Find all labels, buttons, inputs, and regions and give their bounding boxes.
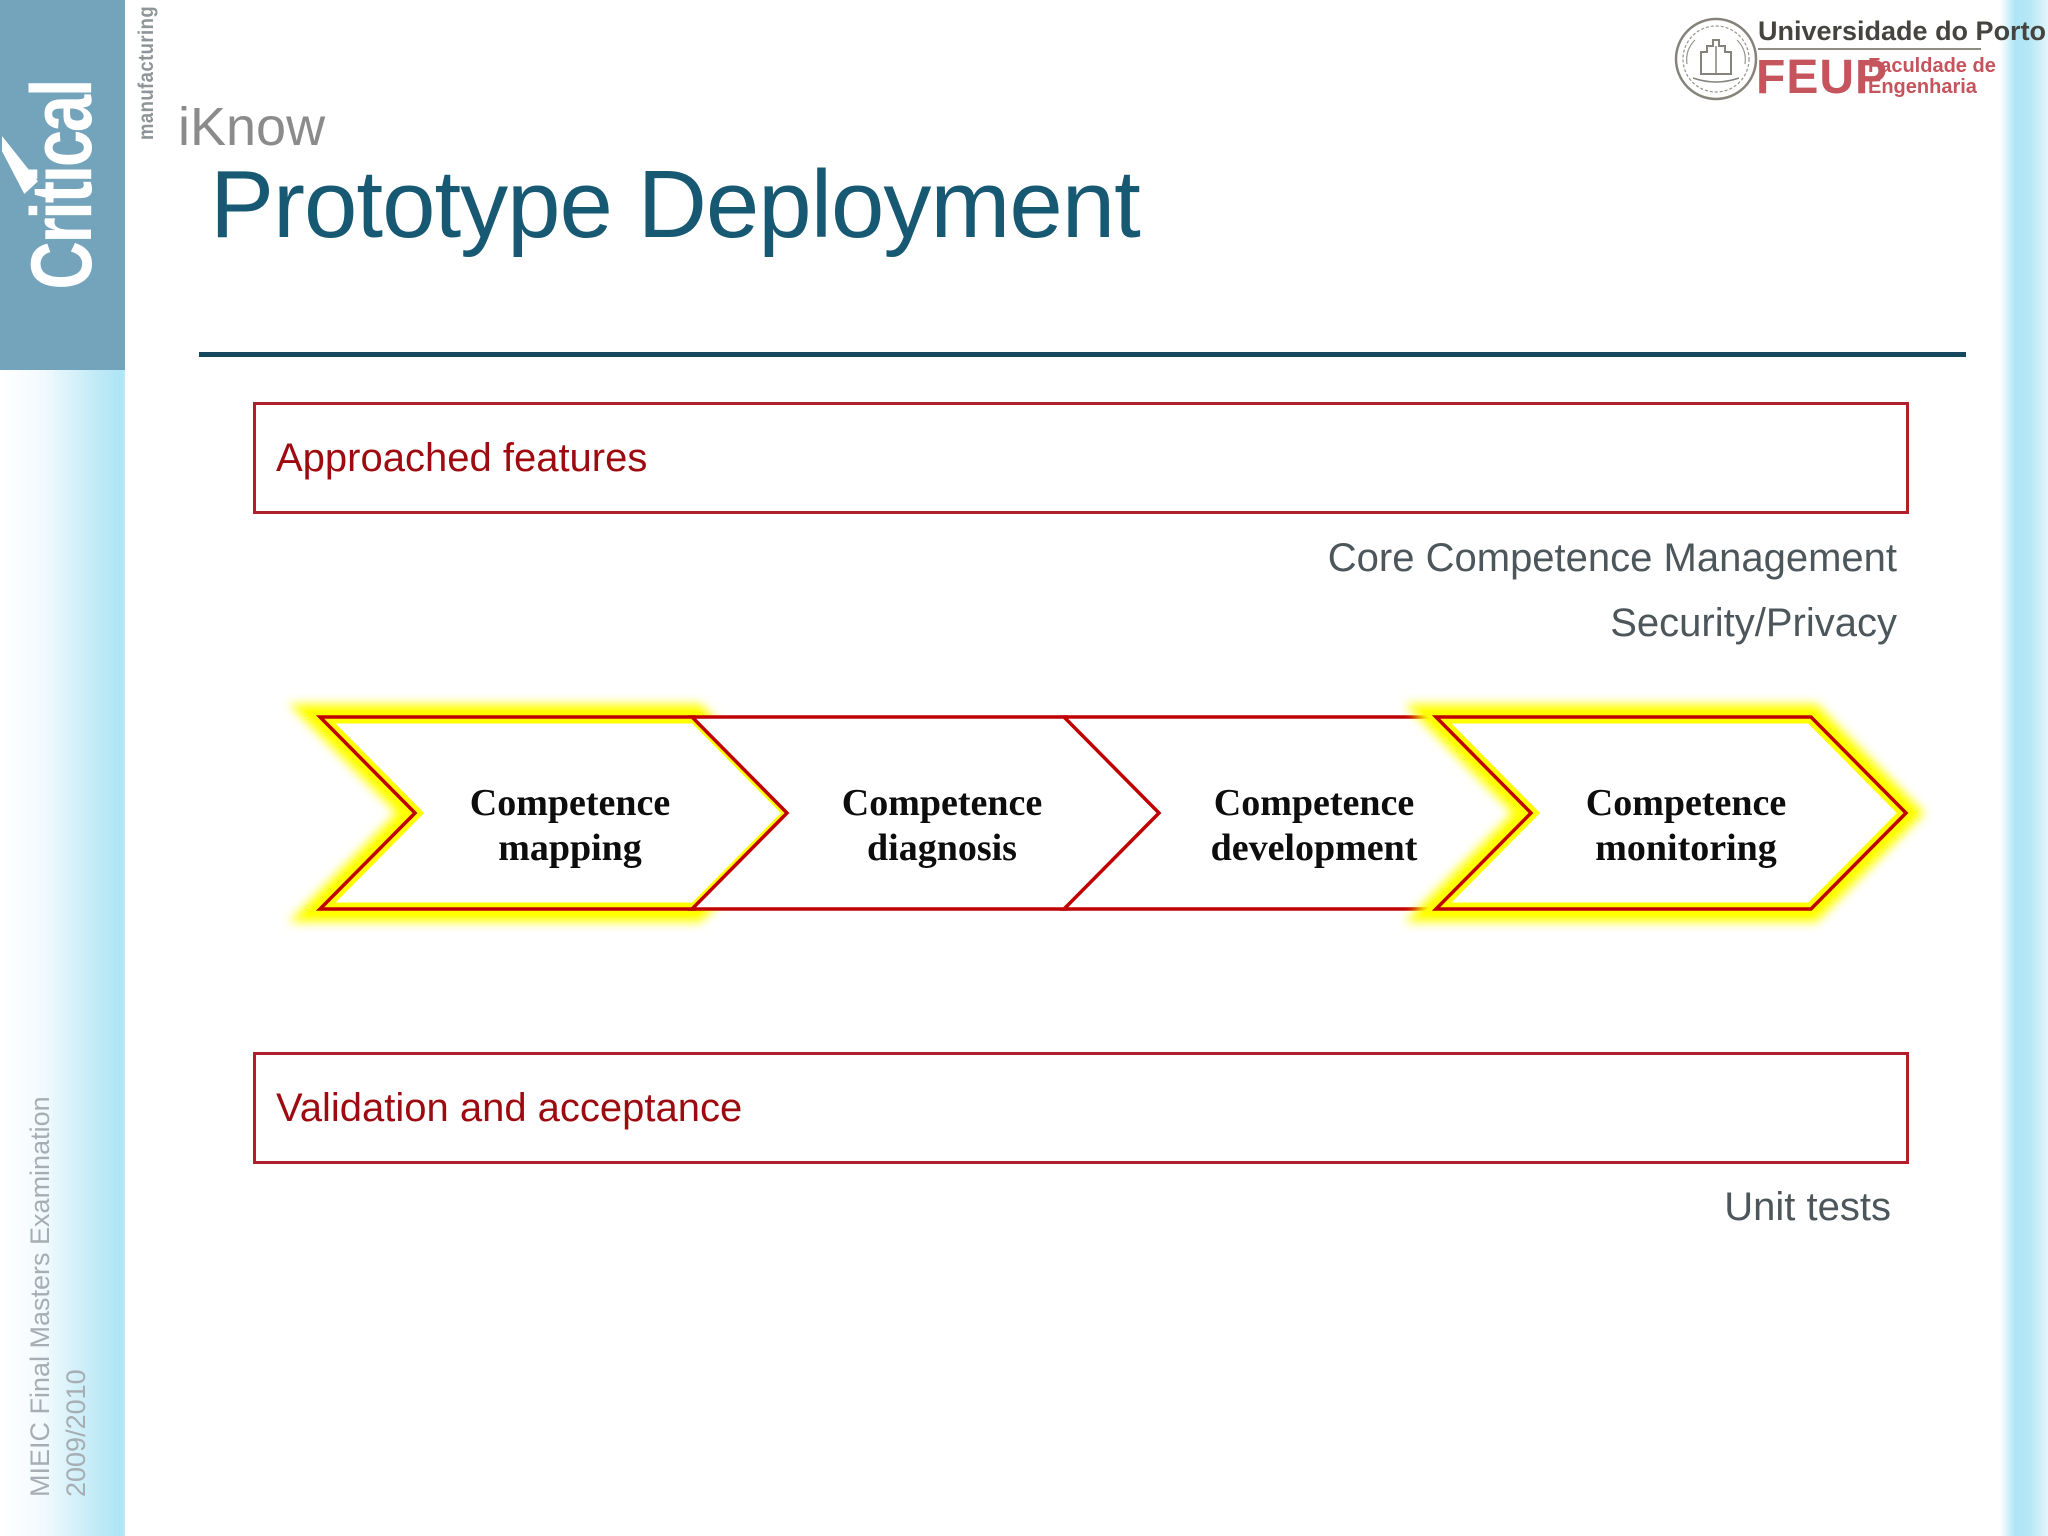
- critical-logo: Critical: [0, 0, 125, 370]
- chevron-label-line1: Competence: [470, 782, 670, 824]
- chevron-label-line1: Competence: [842, 782, 1042, 824]
- process-chevrons-svg: CompetencemappingCompetencediagnosisComp…: [288, 704, 1925, 922]
- university-name: Universidade do Porto: [1758, 16, 2047, 46]
- feup-faculty-line1: Faculdade de: [1868, 55, 1996, 77]
- left-gradient-strip: [0, 370, 125, 1536]
- feature-item: Core Competence Management: [1327, 536, 1897, 580]
- chevron-label-line2: diagnosis: [867, 827, 1017, 869]
- approached-features-label: Approached features: [276, 435, 648, 480]
- chevron-layer: CompetencemappingCompetencediagnosisComp…: [288, 704, 1925, 922]
- critical-logo-subword-wrap: manufacturing: [126, 5, 168, 140]
- chevron-label-line2: mapping: [498, 827, 642, 869]
- chevron-label-line2: development: [1211, 827, 1418, 869]
- feup-faculty-name: Faculdade de Engenharia: [1868, 56, 1996, 98]
- chevron-label-line2: monitoring: [1595, 827, 1777, 869]
- feup-acronym: FEUP: [1756, 51, 1889, 104]
- chevron-label-line1: Competence: [1586, 782, 1786, 824]
- feup-faculty-line2: Engenharia: [1868, 76, 1977, 98]
- feature-item: Security/Privacy: [1610, 601, 1897, 645]
- chevron-label-line1: Competence: [1214, 782, 1414, 824]
- university-seal-icon: [1674, 17, 1758, 101]
- feup-logo-divider: [1758, 48, 1981, 50]
- title-divider: [199, 352, 1966, 357]
- footer-line1: MIEIC Final Masters Examination: [25, 1096, 55, 1497]
- approached-features-box: Approached features: [253, 402, 1909, 514]
- footer-line2: 2009/2010: [61, 1369, 91, 1497]
- validation-item: Unit tests: [1724, 1185, 1891, 1229]
- feup-logo: Universidade do Porto FEUP Faculdade de …: [1670, 10, 2046, 110]
- critical-logo-subword: manufacturing: [135, 5, 158, 140]
- right-gradient-strip: [2000, 0, 2048, 1536]
- validation-box: Validation and acceptance: [253, 1052, 1909, 1164]
- critical-logo-panel: Critical: [0, 0, 125, 370]
- page-title: Prototype Deployment: [210, 151, 1141, 258]
- footer-vertical-text: MIEIC Final Masters Examination 2009/201…: [22, 1096, 98, 1497]
- pretitle: iKnow: [178, 97, 326, 157]
- validation-label: Validation and acceptance: [276, 1085, 743, 1130]
